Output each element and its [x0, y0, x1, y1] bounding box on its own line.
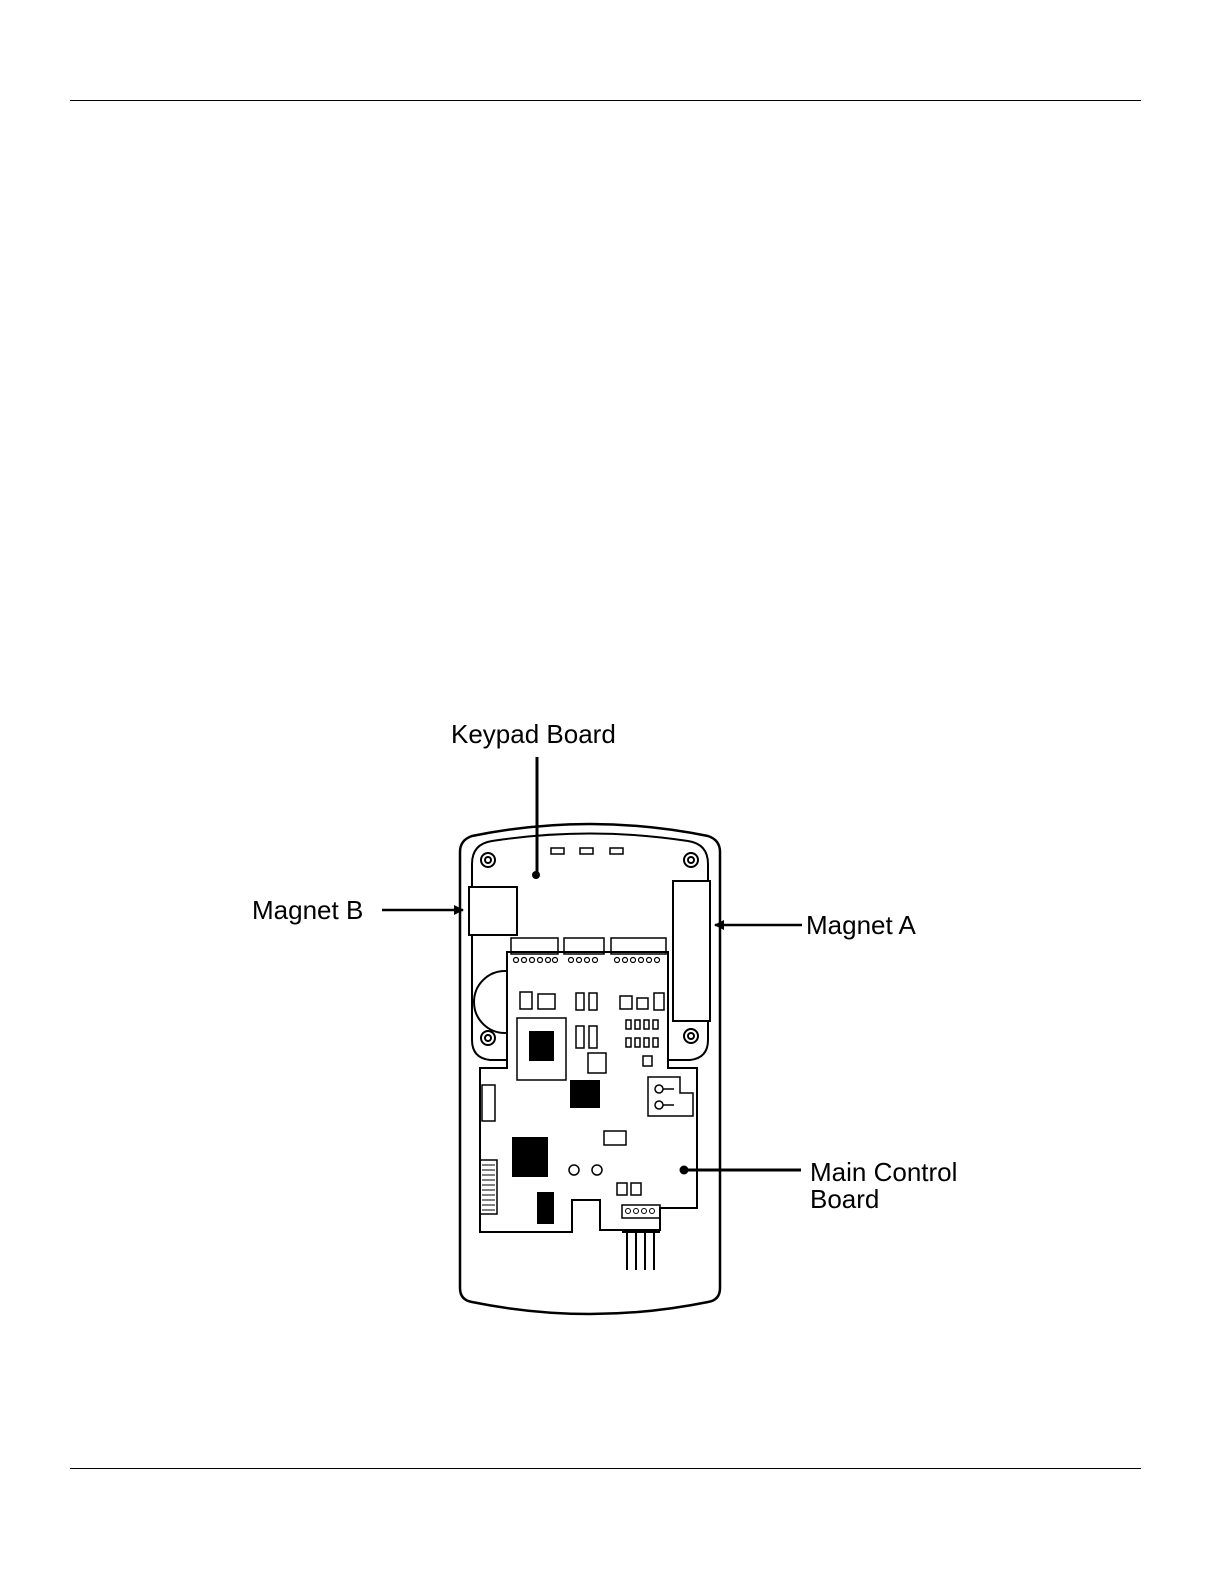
main-control-board-label-line1: Main Control: [810, 1157, 957, 1187]
magnet-b-label: Magnet B: [252, 895, 363, 925]
main-control-board-label-line2: Board: [810, 1184, 879, 1214]
magnet-b-block: [469, 887, 517, 935]
footer-rule: [70, 1468, 1141, 1469]
keypad-board-label: Keypad Board: [451, 719, 616, 749]
magnet-a-block: [673, 881, 710, 1021]
magnet-a-label: Magnet A: [806, 910, 917, 940]
